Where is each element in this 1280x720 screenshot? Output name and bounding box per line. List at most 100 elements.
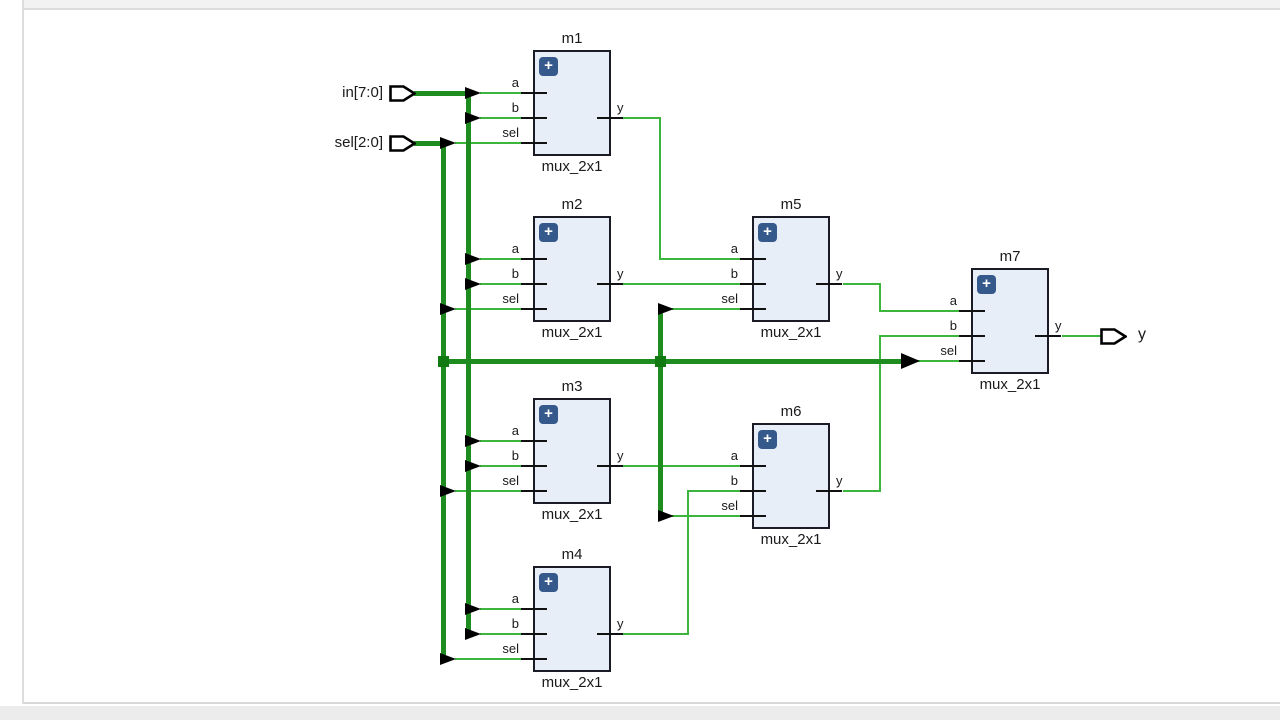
pin-stub-sel: [521, 142, 547, 144]
expand-plus-icon[interactable]: +: [539, 223, 558, 242]
pin-stub-a: [521, 258, 547, 260]
net-wire-m5-a[interactable]: [659, 258, 742, 260]
input-port-sel[interactable]: [389, 135, 417, 152]
net-wire-m1-a[interactable]: [480, 92, 523, 94]
net-wire-m7-b-v[interactable]: [879, 335, 881, 492]
net-wire-m7-b[interactable]: [879, 335, 961, 337]
module-type-label: mux_2x1: [541, 158, 603, 175]
net-wire-m1-y-h[interactable]: [623, 117, 661, 119]
pin-stub-a: [521, 608, 547, 610]
tap-arrow-icon: [465, 628, 481, 640]
bus-wire-in-bus-h[interactable]: [414, 91, 471, 96]
pin-label-sel: sel: [502, 291, 519, 306]
net-wire-m3-b[interactable]: [480, 465, 523, 467]
net-wire-m6-b[interactable]: [687, 490, 744, 492]
pin-stub-y: [597, 117, 623, 119]
tap-arrow-icon: [440, 303, 456, 315]
pin-label-b: b: [511, 448, 519, 463]
pin-label-b: b: [949, 318, 957, 333]
expand-plus-icon[interactable]: +: [758, 223, 777, 242]
pin-stub-a: [521, 440, 547, 442]
bus-junction: [438, 356, 449, 367]
tap-arrow-icon: [440, 137, 456, 149]
net-wire-m7-a[interactable]: [879, 310, 961, 312]
bus-junction: [655, 356, 666, 367]
pin-label-y: y: [1055, 318, 1062, 333]
expand-plus-icon[interactable]: +: [977, 275, 996, 294]
instance-name-m1: m1: [561, 30, 583, 47]
net-wire-m3-sel[interactable]: [455, 490, 523, 492]
pin-stub-b: [740, 490, 766, 492]
bus-wire-sel-bus-h[interactable]: [414, 141, 446, 146]
net-wire-m2-a[interactable]: [480, 258, 523, 260]
bottom-band: [0, 706, 1280, 720]
pin-label-a: a: [949, 293, 957, 308]
net-wire-m4-b[interactable]: [480, 633, 523, 635]
net-wire-m5-y-h[interactable]: [843, 283, 881, 285]
module-type-label: mux_2x1: [541, 674, 603, 691]
pin-stub-a: [521, 92, 547, 94]
pin-stub-y: [597, 283, 623, 285]
top-border-line: [24, 8, 1280, 10]
output-port-y[interactable]: [1100, 328, 1128, 345]
net-wire-m6-sel[interactable]: [672, 515, 742, 517]
module-type-label: mux_2x1: [760, 324, 822, 341]
net-wire-m4-a[interactable]: [480, 608, 523, 610]
instance-name-m3: m3: [561, 378, 583, 395]
tap-arrow-icon: [465, 253, 481, 265]
net-wire-m3-a[interactable]: [480, 440, 523, 442]
module-type-label: mux_2x1: [541, 506, 603, 523]
pin-label-sel: sel: [502, 473, 519, 488]
net-wire-m5-sel[interactable]: [672, 308, 742, 310]
pin-label-b: b: [730, 266, 738, 281]
input-port-label: in[7:0]: [342, 84, 383, 101]
net-wire-m4-y-h[interactable]: [623, 633, 689, 635]
net-wire-m1-y-v[interactable]: [659, 117, 661, 260]
net-wire-m6-a[interactable]: [623, 465, 742, 467]
pin-stub-b: [959, 335, 985, 337]
expand-plus-icon[interactable]: +: [539, 57, 558, 76]
expand-plus-icon[interactable]: +: [758, 430, 777, 449]
input-port-in[interactable]: [389, 85, 417, 102]
net-wire-m5-b[interactable]: [623, 283, 742, 285]
net-wire-m2-b[interactable]: [480, 283, 523, 285]
net-wire-m1-b[interactable]: [480, 117, 523, 119]
net-wire-m6-b-v[interactable]: [687, 490, 689, 635]
bus-wire-sel-bus-mid[interactable]: [658, 307, 663, 518]
pin-label-y: y: [617, 266, 624, 281]
pin-label-a: a: [511, 75, 519, 90]
bus-wire-sel-bus-v[interactable]: [441, 141, 446, 661]
expand-plus-icon[interactable]: +: [539, 405, 558, 424]
net-wire-m1-sel[interactable]: [455, 142, 523, 144]
net-wire-m6-y-h[interactable]: [843, 490, 881, 492]
pin-stub-y: [1035, 335, 1061, 337]
pin-label-b: b: [511, 616, 519, 631]
tap-arrow-icon: [465, 112, 481, 124]
net-wire-m7-sel[interactable]: [917, 360, 961, 362]
pin-label-b: b: [511, 100, 519, 115]
net-wire-m4-sel[interactable]: [455, 658, 523, 660]
pin-stub-sel: [521, 308, 547, 310]
net-wire-m2-sel[interactable]: [455, 308, 523, 310]
tap-arrow-icon: [658, 510, 674, 522]
pin-stub-y: [816, 283, 842, 285]
pin-label-a: a: [730, 448, 738, 463]
expand-plus-icon[interactable]: +: [539, 573, 558, 592]
pin-label-sel: sel: [940, 343, 957, 358]
pin-label-sel: sel: [502, 641, 519, 656]
net-wire-m7-a-v[interactable]: [879, 283, 881, 312]
net-wire-m7-y[interactable]: [1062, 335, 1102, 337]
instance-name-m4: m4: [561, 546, 583, 563]
pin-label-y: y: [617, 616, 624, 631]
bus-wire-sel-bus-main[interactable]: [441, 359, 906, 364]
pin-stub-a: [740, 465, 766, 467]
left-panel-divider: [22, 0, 24, 704]
